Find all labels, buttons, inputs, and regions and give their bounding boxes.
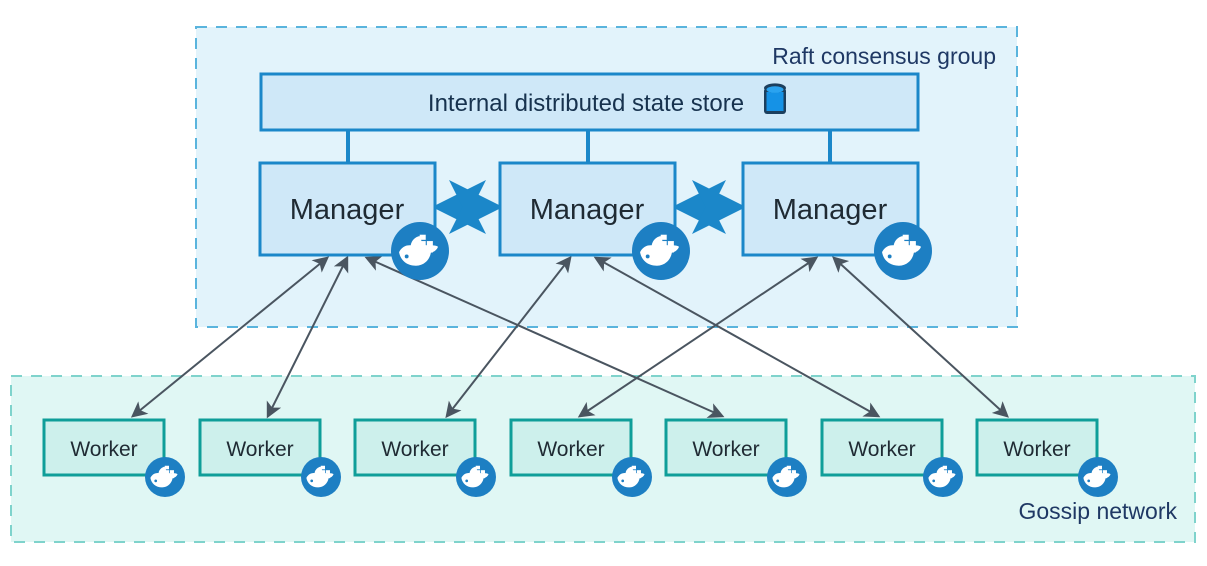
gossip-group-label: Gossip network bbox=[1018, 498, 1177, 524]
docker-whale-icon bbox=[391, 222, 449, 280]
docker-whale-icon bbox=[1078, 457, 1118, 497]
worker-node-5[interactable]: Worker bbox=[664, 418, 807, 497]
docker-whale-icon bbox=[923, 457, 963, 497]
manager-3-label: Manager bbox=[773, 194, 888, 226]
worker-2-box[interactable] bbox=[198, 418, 322, 477]
state-store-box[interactable] bbox=[259, 72, 920, 132]
docker-whale-icon bbox=[301, 457, 341, 497]
database-cylinder-icon bbox=[764, 83, 786, 114]
docker-whale-icon bbox=[456, 457, 496, 497]
docker-whale-icon bbox=[612, 457, 652, 497]
worker-1-box[interactable] bbox=[42, 418, 166, 477]
worker-6-box[interactable] bbox=[820, 418, 944, 477]
state-store-label: Internal distributed state store bbox=[428, 90, 744, 117]
manager-1-label: Manager bbox=[290, 194, 405, 226]
state-store-node[interactable]: Internal distributed state store bbox=[259, 72, 920, 132]
worker-5-box[interactable] bbox=[664, 418, 788, 477]
worker-node-2[interactable]: Worker bbox=[198, 418, 341, 497]
worker-3-box[interactable] bbox=[353, 418, 477, 477]
manager-2-label: Manager bbox=[530, 194, 645, 226]
worker-2-label: Worker bbox=[226, 438, 293, 461]
task-assignment-links bbox=[130, 255, 1009, 419]
worker-7-box[interactable] bbox=[975, 418, 1099, 477]
worker-5-label: Worker bbox=[692, 438, 759, 461]
worker-node-3[interactable]: Worker bbox=[353, 418, 496, 497]
store-to-manager-links bbox=[346, 129, 832, 165]
manager-node-2[interactable]: Manager bbox=[498, 161, 690, 280]
worker-3-label: Worker bbox=[381, 438, 448, 461]
docker-whale-icon bbox=[767, 457, 807, 497]
link-manager1-worker2 bbox=[266, 255, 349, 419]
docker-whale-icon bbox=[874, 222, 932, 280]
worker-4-label: Worker bbox=[537, 438, 604, 461]
worker-node-1[interactable]: Worker bbox=[42, 418, 185, 497]
docker-whale-icon bbox=[145, 457, 185, 497]
raft-group-label: Raft consensus group bbox=[772, 43, 996, 69]
worker-node-6[interactable]: Worker bbox=[820, 418, 963, 497]
worker-node-7[interactable]: Worker bbox=[975, 418, 1118, 497]
worker-6-label: Worker bbox=[848, 438, 915, 461]
link-manager3-worker7 bbox=[832, 256, 1009, 418]
worker-7-label: Worker bbox=[1003, 438, 1070, 461]
manager-node-3[interactable]: Manager bbox=[741, 161, 932, 280]
worker-4-box[interactable] bbox=[509, 418, 633, 477]
worker-node-4[interactable]: Worker bbox=[509, 418, 652, 497]
docker-whale-icon bbox=[632, 222, 690, 280]
worker-1-label: Worker bbox=[70, 438, 137, 461]
link-manager2-worker3 bbox=[445, 255, 572, 419]
link-manager3-worker4 bbox=[577, 256, 819, 418]
manager-node-1[interactable]: Manager bbox=[258, 161, 449, 280]
